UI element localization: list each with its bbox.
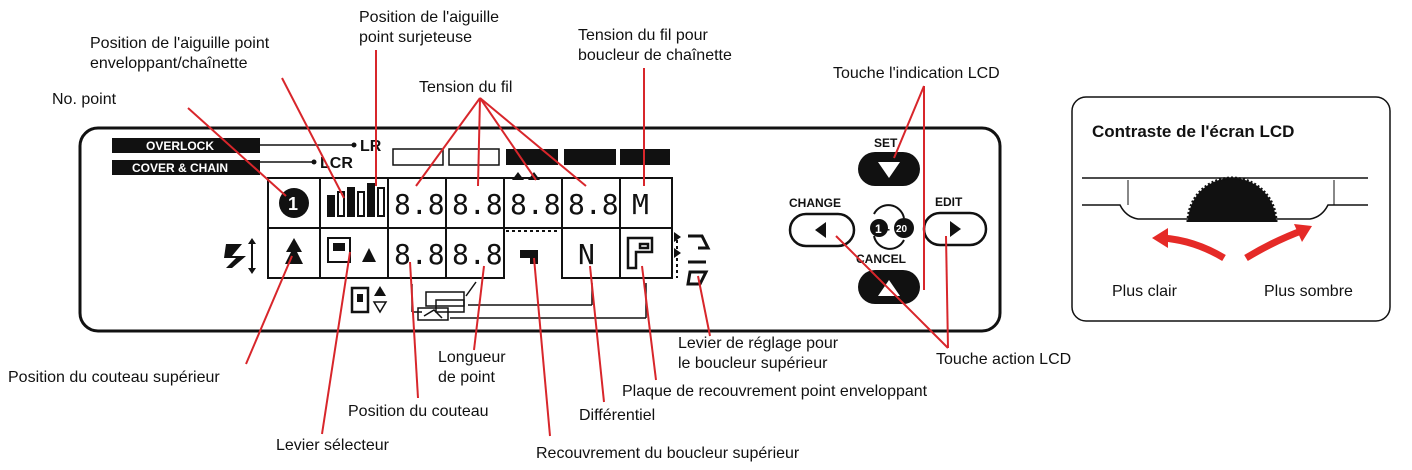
label-aiguille-env-2: enveloppant/chaînette <box>90 55 248 72</box>
edit-button[interactable] <box>922 211 988 247</box>
indicator-bar-1 <box>392 148 444 166</box>
leader-action-edit <box>945 235 949 349</box>
leader-action-change <box>835 235 949 349</box>
contrast-dial <box>1082 176 1368 223</box>
leader-plaque <box>641 265 657 381</box>
leader-aiguille-env <box>281 77 345 199</box>
lr-dot <box>351 142 357 148</box>
set-label: SET <box>874 136 898 150</box>
label-recouvrement: Recouvrement du boucleur supérieur <box>536 445 800 462</box>
leader-levier-selecteur <box>321 251 351 435</box>
leader-recouvrement <box>533 257 551 437</box>
leader-longueur <box>473 265 485 351</box>
tension-value-3: 8.8 <box>510 188 561 221</box>
label-aiguille-surj-2: point surjeteuse <box>359 29 472 46</box>
tension-value-2: 8.8 <box>452 188 503 221</box>
contrast-lighter-arrow <box>1152 228 1226 262</box>
label-no-point: No. point <box>52 91 117 108</box>
label-longueur-2: de point <box>438 369 495 386</box>
lcd-cell-stitch-length <box>445 227 505 279</box>
leader-differentiel <box>589 265 605 403</box>
label-levier-reglage-1: Levier de réglage pour <box>678 335 839 352</box>
leader-tension-1 <box>415 97 481 187</box>
down-arrow-icon <box>878 162 900 178</box>
set-button[interactable] <box>858 152 920 186</box>
darker-label: Plus sombre <box>1264 283 1353 300</box>
presser-foot-icon <box>224 238 256 274</box>
cancel-button[interactable] <box>858 270 920 304</box>
cycle-start: 1 <box>875 222 882 236</box>
tension-value-4: 8.8 <box>568 188 619 221</box>
cycle-dash: - <box>886 222 890 236</box>
edit-label: EDIT <box>935 195 963 209</box>
differential-value: N <box>578 238 595 271</box>
contrast-darker-arrow <box>1244 224 1312 262</box>
leader-levier-reglage <box>697 275 711 337</box>
needle-position-icon <box>327 183 385 217</box>
label-touche-indication: Touche l'indication LCD <box>833 65 1000 82</box>
label-tension-chain-2: boucleur de chaînette <box>578 47 732 64</box>
cover-chain-tag <box>112 160 260 175</box>
leader-tension-3 <box>479 97 537 181</box>
overlock-tag-text: OVERLOCK <box>146 139 214 153</box>
leader-lines <box>187 50 949 437</box>
label-touche-action: Touche action LCD <box>936 351 1071 368</box>
selector-lever-icon <box>327 237 376 263</box>
leader-indication-set <box>893 85 925 159</box>
label-tension-fil: Tension du fil <box>419 79 512 96</box>
label-position-couteau: Position du couteau <box>348 403 489 420</box>
label-aiguille-surj-1: Position de l'aiguille <box>359 9 499 26</box>
label-levier-reglage-2: le boucleur supérieur <box>678 355 828 372</box>
label-couteau-sup: Position du couteau supérieur <box>8 369 220 386</box>
label-differentiel: Différentiel <box>579 407 655 424</box>
knife-position-value: 8.8 <box>394 238 445 271</box>
stitch-no-badge <box>279 188 309 218</box>
leader-position-couteau <box>409 261 419 399</box>
cover-plate-arrows-icon <box>674 232 681 258</box>
contrast-title: Contraste de l'écran LCD <box>1092 122 1294 141</box>
cancel-label: CANCEL <box>856 252 906 266</box>
lcd-cell-cover-plate <box>619 227 673 279</box>
leader-couteau-sup <box>245 255 293 365</box>
cycle-icon: 1 - 20 <box>870 204 914 250</box>
label-plaque: Plaque de recouvrement point enveloppant <box>622 383 928 400</box>
label-aiguille-env-1: Position de l'aiguille point <box>90 35 270 52</box>
knife-lever-icon <box>350 286 388 314</box>
change-button[interactable] <box>788 212 856 248</box>
chain-tension-value: M <box>632 188 649 221</box>
leader-tension-2 <box>477 97 481 187</box>
cycle-end: 20 <box>896 224 908 235</box>
change-label: CHANGE <box>789 196 841 210</box>
lcr-dot <box>311 159 317 165</box>
lr-label: LR <box>360 138 382 155</box>
label-longueur-1: Longueur <box>438 349 506 366</box>
left-arrow-icon <box>815 222 826 238</box>
label-levier-selecteur: Levier sélecteur <box>276 437 390 454</box>
right-arrow-icon <box>950 221 961 237</box>
lighter-label: Plus clair <box>1112 283 1178 300</box>
overlock-tag <box>112 138 260 153</box>
lcr-label: LCR <box>320 155 353 172</box>
upper-knife-icon <box>285 238 303 264</box>
leader-no-point <box>187 107 287 197</box>
label-tension-chain-1: Tension du fil pour <box>578 27 709 44</box>
tension-value-1: 8.8 <box>394 188 445 221</box>
leader-tension-4 <box>479 97 587 187</box>
cover-plate-icon <box>626 236 654 270</box>
cover-chain-tag-text: COVER & CHAIN <box>132 161 228 175</box>
stitch-no-value: 1 <box>288 194 298 214</box>
stitch-length-value: 8.8 <box>452 238 503 271</box>
indicator-bar-4 <box>564 149 616 165</box>
indicator-bar-2 <box>448 148 500 166</box>
